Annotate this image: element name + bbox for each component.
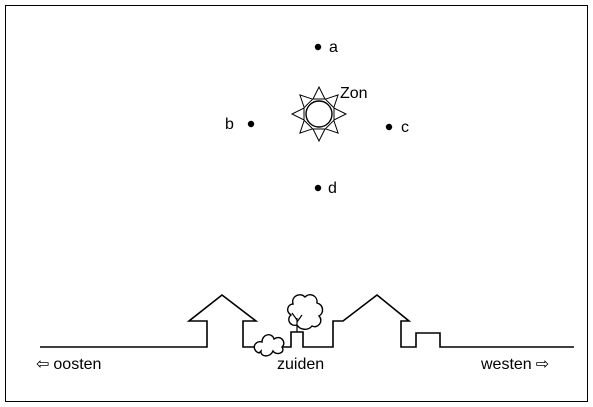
sun-ray — [324, 94, 339, 109]
sun-icon — [290, 85, 348, 143]
point-b: b — [225, 116, 255, 133]
point-a-label: a — [329, 39, 338, 56]
sun-ray — [333, 107, 348, 121]
sun-ray — [324, 119, 339, 134]
sun-ray — [290, 107, 305, 121]
tree-crown — [286, 294, 324, 330]
west-text: westen — [480, 356, 532, 373]
sun-ray — [299, 94, 314, 109]
point-b-label: b — [225, 116, 234, 133]
sun-label: Zon — [340, 85, 368, 102]
east-arrow-icon: ⇦ — [36, 356, 49, 373]
sun-rays — [290, 85, 348, 143]
sun-ray — [312, 85, 326, 100]
west-arrow-icon: ⇨ — [536, 356, 549, 373]
point-c-label: c — [401, 119, 409, 136]
frame — [5, 5, 588, 402]
horizon-line — [40, 293, 574, 348]
point-d-label: d — [328, 180, 337, 197]
west-label: westen⇨ — [480, 356, 549, 373]
point-a-dot — [314, 43, 322, 51]
point-c: c — [385, 119, 409, 136]
east-text: oosten — [53, 356, 101, 373]
south-label: zuiden — [277, 356, 324, 373]
bush-icon — [253, 334, 285, 357]
point-d: d — [314, 180, 337, 197]
point-a: a — [314, 39, 338, 56]
point-c-dot — [385, 123, 393, 131]
sun-disc — [305, 100, 333, 128]
tree-branches — [291, 312, 303, 332]
sun-ray — [299, 119, 314, 134]
point-b-dot — [247, 120, 255, 128]
point-d-dot — [314, 184, 322, 192]
sun-ray — [312, 128, 326, 143]
tree-icon — [286, 294, 324, 332]
east-label: ⇦oosten — [36, 356, 101, 373]
